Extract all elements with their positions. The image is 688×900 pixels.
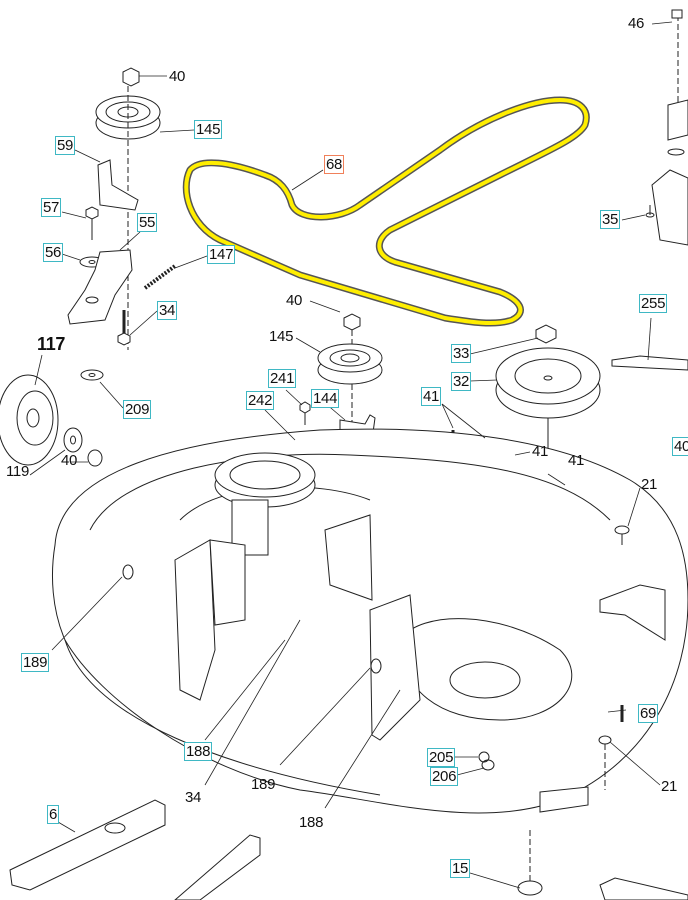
idler-pulley-145-top bbox=[95, 67, 161, 350]
part-label-6[interactable]: 6 bbox=[47, 805, 60, 824]
part-label-32[interactable]: 32 bbox=[451, 372, 472, 391]
nut-189 bbox=[122, 564, 382, 674]
lift-link-6 bbox=[9, 799, 166, 891]
part-label-69[interactable]: 69 bbox=[638, 704, 659, 723]
part-label-35[interactable]: 35 bbox=[600, 210, 621, 229]
part-label-41: 41 bbox=[568, 452, 585, 469]
part-label-34[interactable]: 34 bbox=[157, 301, 178, 320]
rear-bracket bbox=[539, 786, 589, 813]
belt-part-68[interactable] bbox=[182, 96, 590, 327]
nut-21-upper bbox=[614, 525, 630, 545]
baffle-255 bbox=[611, 355, 688, 371]
part-label-209[interactable]: 209 bbox=[123, 400, 152, 419]
part-label-189: 189 bbox=[251, 776, 276, 793]
part-label-242[interactable]: 242 bbox=[246, 391, 275, 410]
part-label-40: 40 bbox=[169, 68, 186, 85]
part-label-255[interactable]: 255 bbox=[639, 294, 668, 313]
part-label-68[interactable]: 68 bbox=[324, 155, 345, 174]
part-label-147[interactable]: 147 bbox=[207, 245, 236, 264]
idler-pulley-145-mid bbox=[317, 343, 383, 385]
bolt-57 bbox=[85, 206, 99, 240]
part-label-205[interactable]: 205 bbox=[427, 748, 456, 767]
roller-15 bbox=[517, 830, 543, 896]
part-label-117: 117 bbox=[37, 334, 66, 354]
part-label-40: 40 bbox=[286, 292, 303, 309]
pulley-32 bbox=[495, 347, 601, 460]
part-label-46: 46 bbox=[628, 15, 645, 32]
part-label-56[interactable]: 56 bbox=[43, 243, 64, 262]
spring-147 bbox=[143, 264, 177, 290]
part-label-188: 188 bbox=[299, 814, 324, 831]
part-label-241[interactable]: 241 bbox=[268, 369, 297, 388]
bolt-241 bbox=[299, 401, 311, 425]
part-label-33[interactable]: 33 bbox=[451, 344, 472, 363]
lift-link-right bbox=[174, 834, 261, 900]
center-bracket bbox=[324, 514, 373, 601]
leader-lines bbox=[29, 21, 673, 889]
mounting-bracket-right bbox=[369, 594, 421, 741]
part-label-40: 40 bbox=[61, 452, 78, 469]
part-label-189[interactable]: 189 bbox=[21, 653, 50, 672]
part-label-21: 21 bbox=[661, 778, 678, 795]
part-label-145: 145 bbox=[269, 328, 294, 345]
washer-119 bbox=[63, 427, 83, 453]
part-label-21: 21 bbox=[641, 476, 658, 493]
part-label-55[interactable]: 55 bbox=[137, 213, 158, 232]
part-label-40[interactable]: 40 bbox=[672, 437, 688, 456]
bracket-35-assembly bbox=[645, 169, 688, 246]
nut-40-wheel bbox=[87, 449, 103, 467]
washer-209 bbox=[80, 369, 104, 381]
bolt-34 bbox=[117, 310, 131, 346]
side-bracket bbox=[599, 584, 666, 641]
part-label-145[interactable]: 145 bbox=[194, 120, 223, 139]
part-label-34: 34 bbox=[185, 789, 202, 806]
part-label-59[interactable]: 59 bbox=[55, 136, 76, 155]
bolt-46 bbox=[667, 9, 688, 156]
arm-bottom-right bbox=[599, 877, 688, 900]
bracket-59 bbox=[97, 159, 139, 211]
part-label-41[interactable]: 41 bbox=[421, 387, 442, 406]
nut-21-lower bbox=[598, 735, 612, 790]
nut-33 bbox=[535, 324, 557, 344]
part-label-144[interactable]: 144 bbox=[311, 389, 340, 408]
spindle-pulley-left bbox=[214, 452, 316, 556]
part-label-188[interactable]: 188 bbox=[184, 742, 213, 761]
part-label-41: 41 bbox=[532, 443, 549, 460]
bumper-205-206 bbox=[478, 751, 495, 771]
part-label-206[interactable]: 206 bbox=[430, 767, 459, 786]
wheel-117 bbox=[0, 374, 59, 466]
part-label-15[interactable]: 15 bbox=[450, 859, 471, 878]
part-label-57[interactable]: 57 bbox=[41, 198, 62, 217]
part-label-119: 119 bbox=[6, 463, 30, 480]
idler-arm-55 bbox=[67, 249, 133, 325]
mounting-bracket-left bbox=[174, 539, 246, 701]
